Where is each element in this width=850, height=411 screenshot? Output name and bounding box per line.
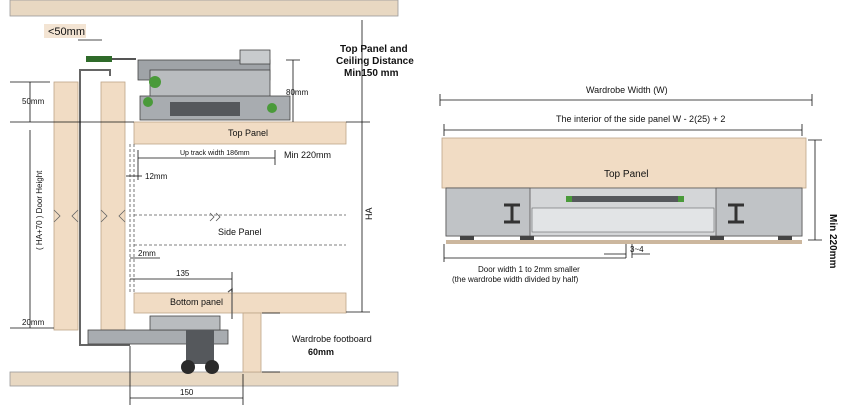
roller-wheel [205,360,219,374]
ceiling-title-1: Top Panel and [340,44,408,55]
side-panel-break [209,212,221,222]
left-labels: <50mm 50mm ( HA+70 ) Door Height 20mm 80… [22,24,414,397]
max-door-offset-badge [44,24,86,38]
side-panel-label: Side Panel [218,227,262,237]
bottom-gap-label: 20mm [22,318,45,327]
ceiling-slab [9,0,399,17]
top-track-mechanism [86,49,291,121]
bottom-roller-mechanism [87,287,233,374]
dimension-lines-left [10,20,370,405]
ceiling-min-label: Min150 mm [344,68,399,79]
ceiling-title-2: Ceiling Distance [336,56,414,67]
door-break-mark [53,209,126,223]
front-min-220-label: Min 220mm [827,214,838,269]
footboard-title-label: Wardrobe footboard [292,334,372,344]
up-track-width-label: Up track width 186mm [180,150,250,157]
side-panel-outline [129,144,346,293]
dim-150-label: 150 [180,388,194,397]
wardrobe-width-label: Wardrobe Width (W) [586,85,668,95]
min-220-label: Min 220mm [284,150,331,160]
door-height-line: ( HA+70 ) Door Height [35,170,44,250]
outer-door [53,81,79,331]
door-height-label: ( HA+70 ) Door Height [35,170,44,250]
wardrobe-width-dimension [439,94,822,262]
inner-door [100,81,126,331]
dim-135-label: 135 [176,269,190,278]
door-bracket [79,69,130,346]
front-top-panel [441,137,807,189]
footboard [242,312,262,373]
dim-2-label: 2mm [138,249,156,258]
bottom-panel-board [133,292,347,314]
max-door-offset-label: <50mm [48,26,85,38]
left-cross-section: <50mm 50mm ( HA+70 ) Door Height 20mm 80… [9,0,414,405]
top-gap-label: 50mm [22,97,45,106]
right-front-view: Wardrobe Width (W) The interior of the s… [439,85,838,284]
roller-wheel [181,360,195,374]
ha-label: HA [364,207,374,220]
gap-3-4-label: 3~4 [630,245,644,254]
dim-80-label: 80mm [286,88,309,97]
top-panel-board [133,121,347,145]
floor-slab [9,371,399,387]
dim-12-label: 12mm [145,172,168,181]
top-panel-label: Top Panel [228,128,268,138]
door-width-label-1: Door width 1 to 2mm smaller [478,265,580,274]
interior-width-label: The interior of the side panel W - 2(25)… [556,114,725,124]
front-top-panel-label: Top Panel [604,169,648,180]
bottom-panel-label: Bottom panel [170,297,223,307]
front-track-hardware [445,187,803,244]
door-width-label-2: (the wardrobe width divided by half) [452,275,579,284]
footboard-value-label: 60mm [308,347,334,357]
